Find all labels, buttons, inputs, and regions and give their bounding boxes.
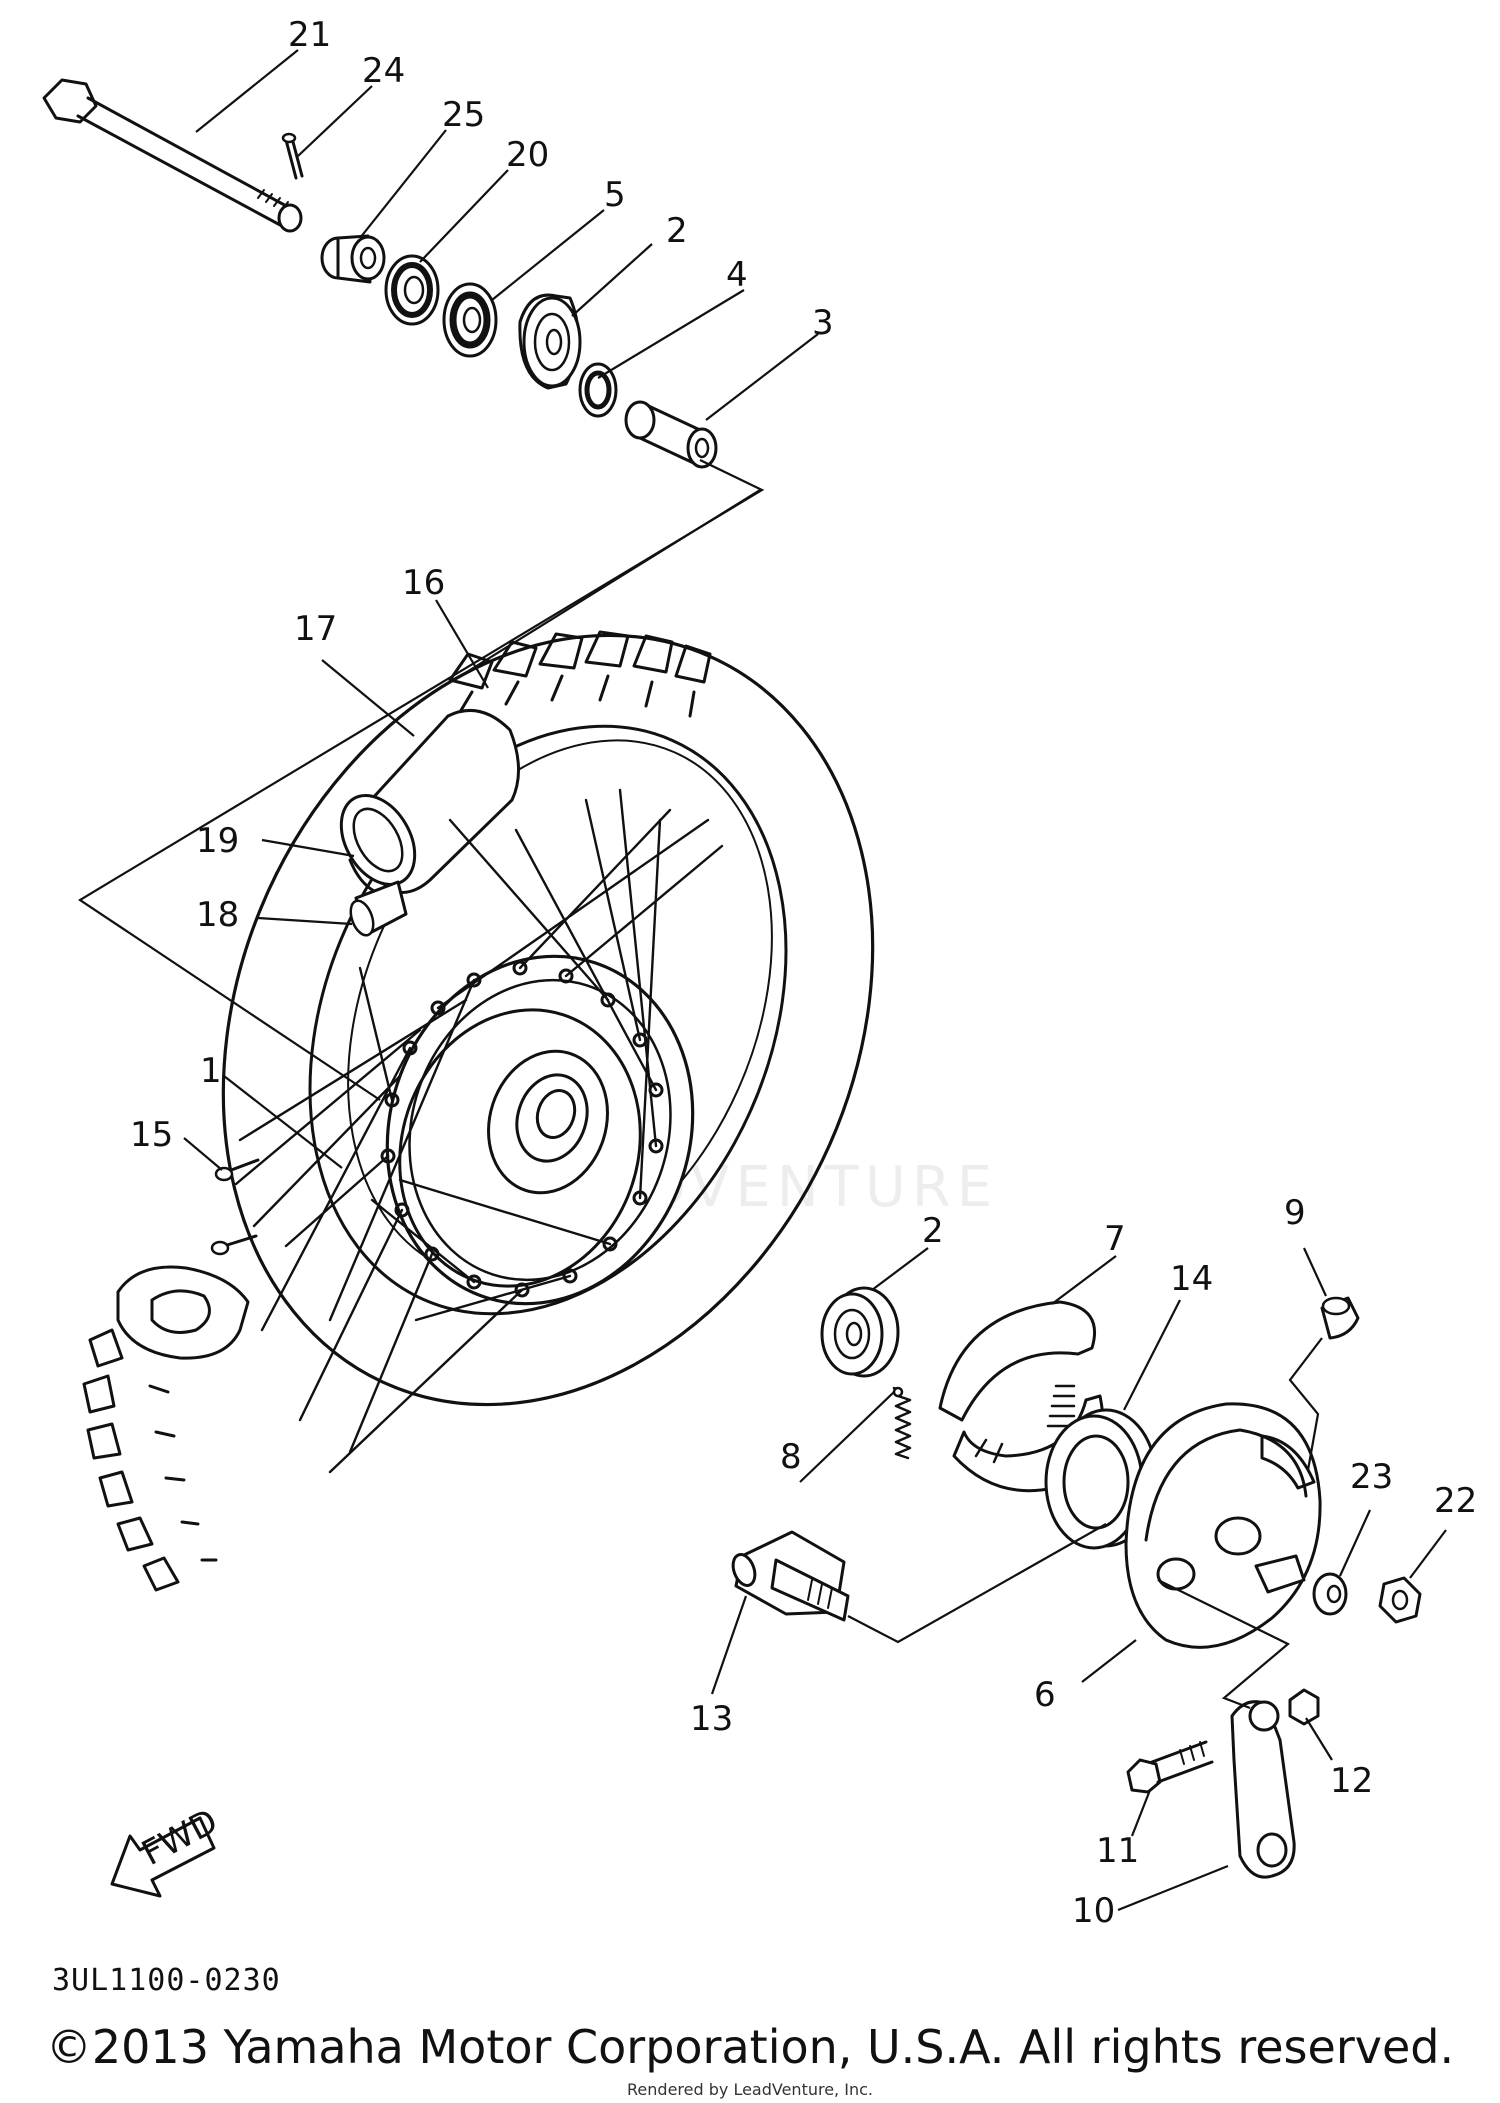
bearing-part-5	[442, 282, 498, 358]
spacer-part-25	[320, 234, 386, 284]
tire-cutaway	[116, 1265, 250, 1360]
cotter-pin-part-24	[281, 132, 304, 180]
callout-14: 14	[1170, 1259, 1213, 1299]
fwd-arrow-icon: FWD	[110, 1801, 224, 1898]
oil-seal-part-20	[384, 254, 440, 326]
brake-panel-part-6	[1124, 1402, 1322, 1649]
diagram-code: 3UL1100-0230	[52, 1963, 281, 1998]
callout-19: 19	[196, 821, 239, 861]
copyright-text: ©2013 Yamaha Motor Corporation, U.S.A. A…	[45, 2020, 1455, 2074]
hub-part-1	[380, 954, 695, 1306]
callout-20: 20	[506, 135, 549, 175]
callout-12: 12	[1330, 1761, 1373, 1801]
callout-21: 21	[288, 15, 331, 55]
nut-part-22	[1378, 1576, 1422, 1624]
callout-17: 17	[294, 609, 337, 649]
bearing-part-2-lower	[820, 1286, 900, 1378]
callout-23: 23	[1350, 1457, 1393, 1497]
collar-part-3	[624, 400, 718, 469]
callout-13: 13	[690, 1699, 733, 1739]
nut-part-12	[1288, 1688, 1320, 1726]
callout-25: 25	[442, 95, 485, 135]
callout-24: 24	[362, 51, 405, 91]
cam-lever-part-10	[1230, 1700, 1296, 1879]
callout-8: 8	[780, 1437, 802, 1477]
callout-4: 4	[726, 255, 748, 295]
callout-11: 11	[1096, 1831, 1139, 1871]
callout-15: 15	[130, 1115, 173, 1155]
callout-22: 22	[1434, 1481, 1477, 1521]
callout-3: 3	[812, 303, 834, 343]
callout-9: 9	[1284, 1193, 1306, 1233]
callout-numbers: 21 24 25 20 5 2 4 3 16 17 19 18 1 15 2 7…	[130, 15, 1477, 1931]
tube-part-17	[339, 708, 521, 894]
callout-10: 10	[1072, 1891, 1115, 1931]
callout-2-lower: 2	[922, 1211, 944, 1251]
callout-16: 16	[402, 563, 445, 603]
spring-part-8	[892, 1386, 912, 1460]
bearing-part-2-upper	[518, 293, 582, 390]
seal-part-9	[1320, 1296, 1360, 1340]
spoke-nipple-part-15	[210, 1158, 260, 1256]
bolt-part-11	[1126, 1740, 1214, 1794]
callout-18: 18	[196, 895, 239, 935]
callout-6: 6	[1034, 1675, 1056, 1715]
axle-part-21	[42, 78, 303, 233]
callout-2-upper: 2	[666, 211, 688, 251]
washer-part-23	[1312, 1572, 1348, 1616]
callout-5: 5	[604, 175, 626, 215]
leader-lines	[77, 49, 1447, 1912]
spokes	[234, 788, 724, 1474]
callout-7: 7	[1104, 1219, 1126, 1259]
camshaft-part-13	[731, 1530, 850, 1622]
valve-part-18	[349, 880, 408, 937]
callout-1: 1	[200, 1051, 222, 1091]
seal-part-4	[578, 362, 618, 418]
render-credit: Rendered by LeadVenture, Inc.	[627, 2080, 873, 2099]
